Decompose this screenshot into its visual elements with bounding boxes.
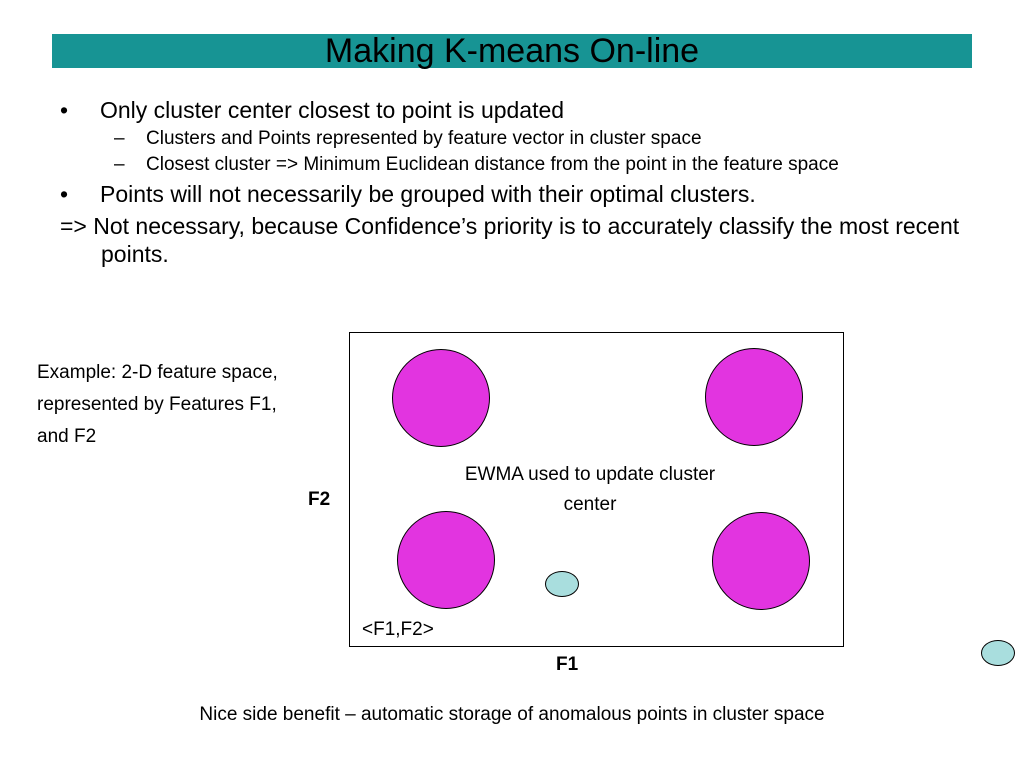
bullet-text: Only cluster center closest to point is … — [100, 97, 565, 123]
example-description: Example: 2-D feature space, represented … — [37, 362, 278, 447]
bullet-marker: • — [60, 97, 69, 123]
sub-bullet-marker: – — [114, 154, 125, 175]
point-coordinate-label: <F1,F2> — [362, 619, 434, 640]
data-point-inside — [545, 571, 579, 597]
sub-bullet-item-1: – Clusters and Points represented by fea… — [60, 128, 990, 150]
cluster-center-top-right — [705, 348, 803, 446]
bullet-item-1: • Only cluster center closest to point i… — [60, 96, 990, 124]
bullet-list: • Only cluster center closest to point i… — [60, 96, 990, 268]
feature-space-frame — [349, 332, 844, 647]
cluster-center-bottom-left — [397, 511, 495, 609]
slide-title: Making K-means On-line — [324, 32, 700, 70]
sub-bullet-item-2: – Closest cluster => Minimum Euclidean d… — [60, 154, 990, 176]
cluster-center-top-left — [392, 349, 490, 447]
x-axis-label: F1 — [556, 654, 579, 675]
bullet-item-2: • Points will not necessarily be grouped… — [60, 180, 990, 208]
ewma-label: EWMA used to update cluster center — [464, 464, 716, 515]
conclusion-note: => Not necessary, because Confidence’s p… — [60, 213, 960, 267]
cluster-center-bottom-right — [712, 512, 810, 610]
sub-bullet-text: Clusters and Points represented by featu… — [146, 128, 702, 149]
y-axis-label: F2 — [308, 489, 331, 510]
anomalous-data-point — [981, 640, 1015, 666]
sub-bullet-marker: – — [114, 128, 125, 149]
bullet-marker: • — [60, 181, 69, 207]
footer-note: Nice side benefit – automatic storage of… — [199, 704, 825, 725]
bullet-text: Points will not necessarily be grouped w… — [100, 181, 756, 207]
title-bar: Making K-means On-line — [52, 34, 972, 68]
sub-bullet-text: Closest cluster => Minimum Euclidean dis… — [146, 154, 839, 175]
